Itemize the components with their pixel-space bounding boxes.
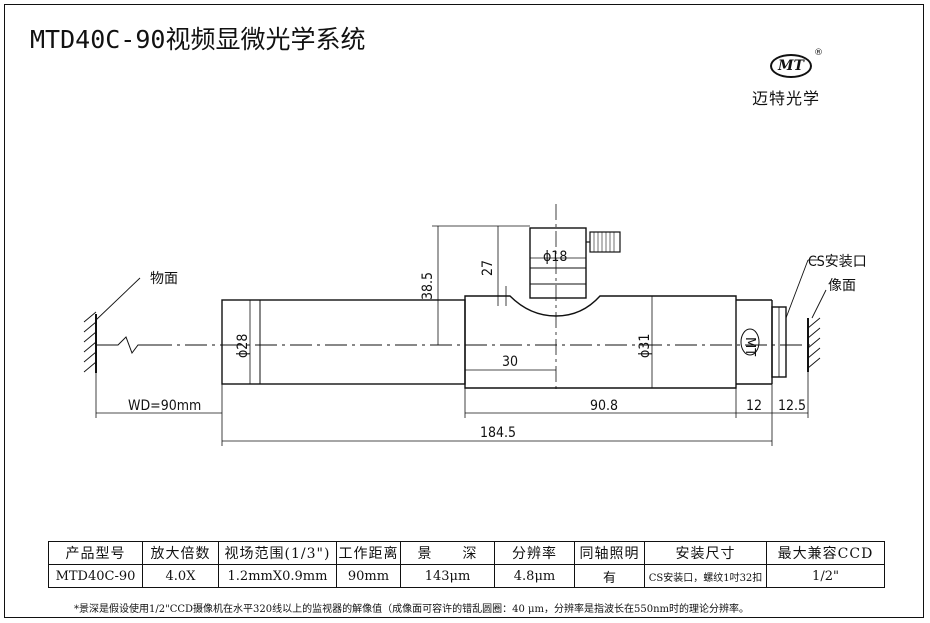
spec-cell-max-ccd: 1/2" [766, 564, 885, 588]
dim-phi28: ϕ28 [235, 334, 251, 358]
main-body [464, 295, 737, 389]
spec-table-header-row: 产品型号 放大倍数 视场范围(1/3") 工作距离 景 深 分辨率 同轴照明 安… [48, 541, 885, 565]
company-logo: MT ® 迈特光学 [752, 48, 840, 118]
spec-cell-field-of-view: 1.2mmX0.9mm [218, 564, 337, 588]
spec-header-cell: 放大倍数 [142, 541, 219, 565]
object-plane-symbol [83, 277, 141, 373]
cs-mount-label: CS安装口 [808, 254, 867, 270]
image-plane-label: 像面 [828, 278, 856, 294]
spec-cell-coaxial-illumination: 有 [574, 564, 645, 588]
front-barrel [221, 299, 466, 385]
image-plane-symbol [807, 317, 821, 372]
spec-table-row: MTD40C-90 4.0X 1.2mmX0.9mm 90mm 143μm 4.… [48, 564, 885, 588]
spec-header-cell: 安装尺寸 [644, 541, 767, 565]
dim-12: 12 [746, 398, 762, 414]
dim-184-5: 184.5 [480, 425, 516, 441]
spec-cell-resolution: 4.8μm [494, 564, 575, 588]
spec-cell-depth-of-field: 143μm [400, 564, 495, 588]
dim-27: 27 [480, 260, 496, 276]
spec-header-cell: 最大兼容CCD [766, 541, 885, 565]
dim-phi31: ϕ31 [637, 334, 653, 358]
spec-cell-mount: CS安装口，螺纹1吋32扣 [644, 564, 767, 588]
lens-logo-oval [740, 328, 760, 356]
spec-header-cell: 视场范围(1/3") [218, 541, 337, 565]
spec-header-cell: 工作距离 [336, 541, 401, 565]
spec-cell-magnification: 4.0X [142, 564, 219, 588]
dim-12-5: 12.5 [778, 398, 806, 414]
dim-30: 30 [502, 354, 518, 370]
object-plane-label: 物面 [150, 271, 178, 287]
registered-mark: ® [814, 48, 823, 58]
spec-cell-model: MTD40C-90 [48, 564, 143, 588]
lens-logo-text: MT [742, 337, 757, 356]
drawing-frame [4, 4, 924, 618]
spec-header-cell: 同轴照明 [574, 541, 645, 565]
dim-90-8: 90.8 [590, 398, 618, 414]
spec-cell-working-distance: 90mm [336, 564, 401, 588]
dim-phi18: ϕ18 [543, 249, 567, 265]
dim-wd: WD=90mm [128, 398, 201, 414]
coaxial-illumination-port [529, 227, 587, 299]
spec-header-cell: 产品型号 [48, 541, 143, 565]
company-name: 迈特光学 [752, 89, 821, 108]
footnote: *景深是假设使用1/2"CCD摄像机在水平320线以上的监视器的解像值（成像面可… [74, 604, 749, 615]
dim-38-5: 38.5 [420, 272, 436, 300]
page-title: MTD40C-90视频显微光学系统 [30, 25, 366, 54]
focus-knob [589, 231, 621, 253]
spec-header-cell: 景 深 [400, 541, 495, 565]
spec-table: 产品型号 放大倍数 视场范围(1/3") 工作距离 景 深 分辨率 同轴照明 安… [48, 541, 885, 588]
mt-logo-mark: MT [770, 54, 812, 78]
spec-header-cell: 分辨率 [494, 541, 575, 565]
